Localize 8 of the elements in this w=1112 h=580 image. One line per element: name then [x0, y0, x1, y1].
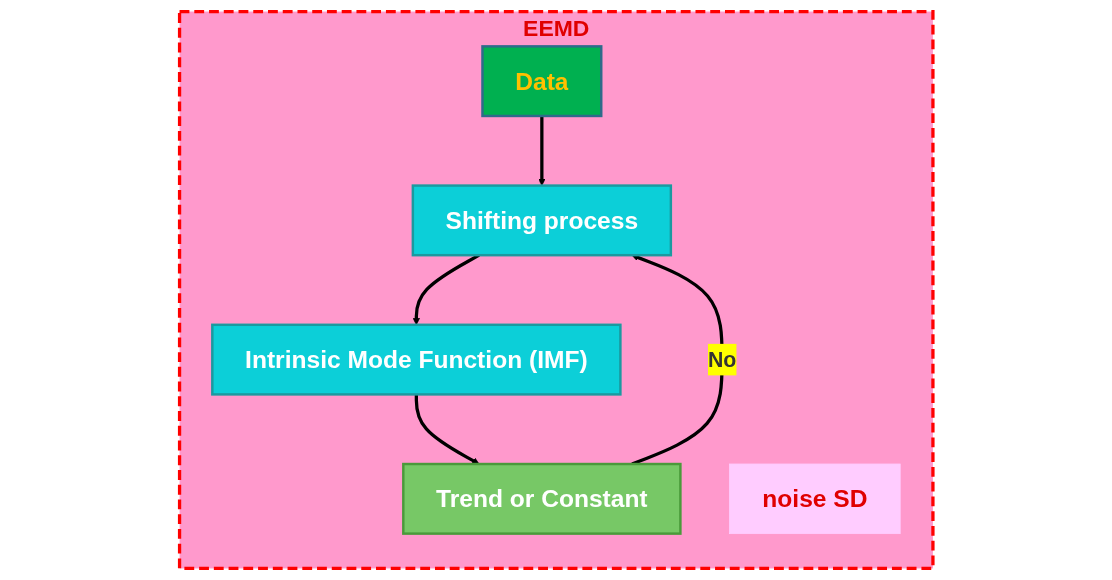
node-box: Data: [481, 45, 603, 118]
arrow: [538, 115, 546, 186]
node-box: Shifting process: [411, 184, 672, 257]
node-box: noise SD: [728, 463, 901, 535]
arrow: [414, 394, 480, 465]
edge-label: No: [707, 346, 737, 372]
node-box: Trend or Constant: [401, 462, 682, 535]
node-box: Intrinsic Mode Function (IMF): [210, 323, 622, 396]
